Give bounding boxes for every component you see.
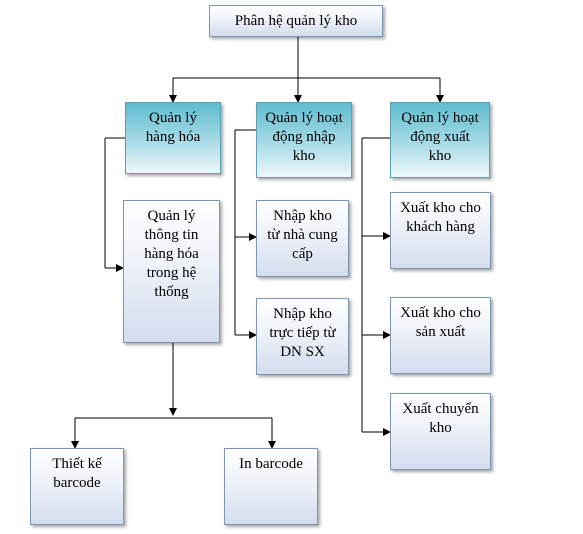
node-import-direct-from-manufacturer: Nhập kho trực tiếp từ DN SX [256,298,349,375]
node-import-from-supplier: Nhập kho từ nhà cung cấp [256,200,349,277]
branch-export-management-label: Quản lý hoạt động xuất kho [401,110,479,164]
node-warehouse-transfer: Xuất chuyển kho [390,393,491,470]
root-node: Phân hệ quản lý kho [209,5,383,37]
node-barcode-print-label: In barcode [239,456,303,472]
node-import-from-supplier-label: Nhập kho từ nhà cung cấp [267,208,338,262]
node-export-to-customer-label: Xuất kho cho khách hàng [400,200,481,235]
node-barcode-print: In barcode [224,448,318,525]
branch-goods-management: Quản lý hàng hóa [125,102,221,174]
node-export-to-customer: Xuất kho cho khách hàng [390,192,491,269]
node-warehouse-transfer-label: Xuất chuyển kho [402,401,479,436]
node-export-to-production-label: Xuất kho cho sản xuất [400,305,481,340]
branch-import-management: Quản lý hoạt động nhập kho [256,102,352,178]
branch-goods-management-label: Quản lý hàng hóa [145,110,201,145]
node-barcode-design: Thiết kế barcode [30,448,124,525]
branch-import-management-label: Quản lý hoạt động nhập kho [265,110,343,164]
node-import-direct-from-manufacturer-label: Nhập kho trực tiếp từ DN SX [269,306,336,360]
node-export-to-production: Xuất kho cho sản xuất [390,297,491,374]
node-barcode-design-label: Thiết kế barcode [52,456,102,491]
root-label: Phân hệ quản lý kho [234,12,358,29]
branch-export-management: Quản lý hoạt động xuất kho [390,102,490,178]
node-goods-info-management-label: Quản lý thông tin hàng hóa trong hệ thốn… [144,208,199,300]
node-goods-info-management: Quản lý thông tin hàng hóa trong hệ thốn… [123,200,220,343]
